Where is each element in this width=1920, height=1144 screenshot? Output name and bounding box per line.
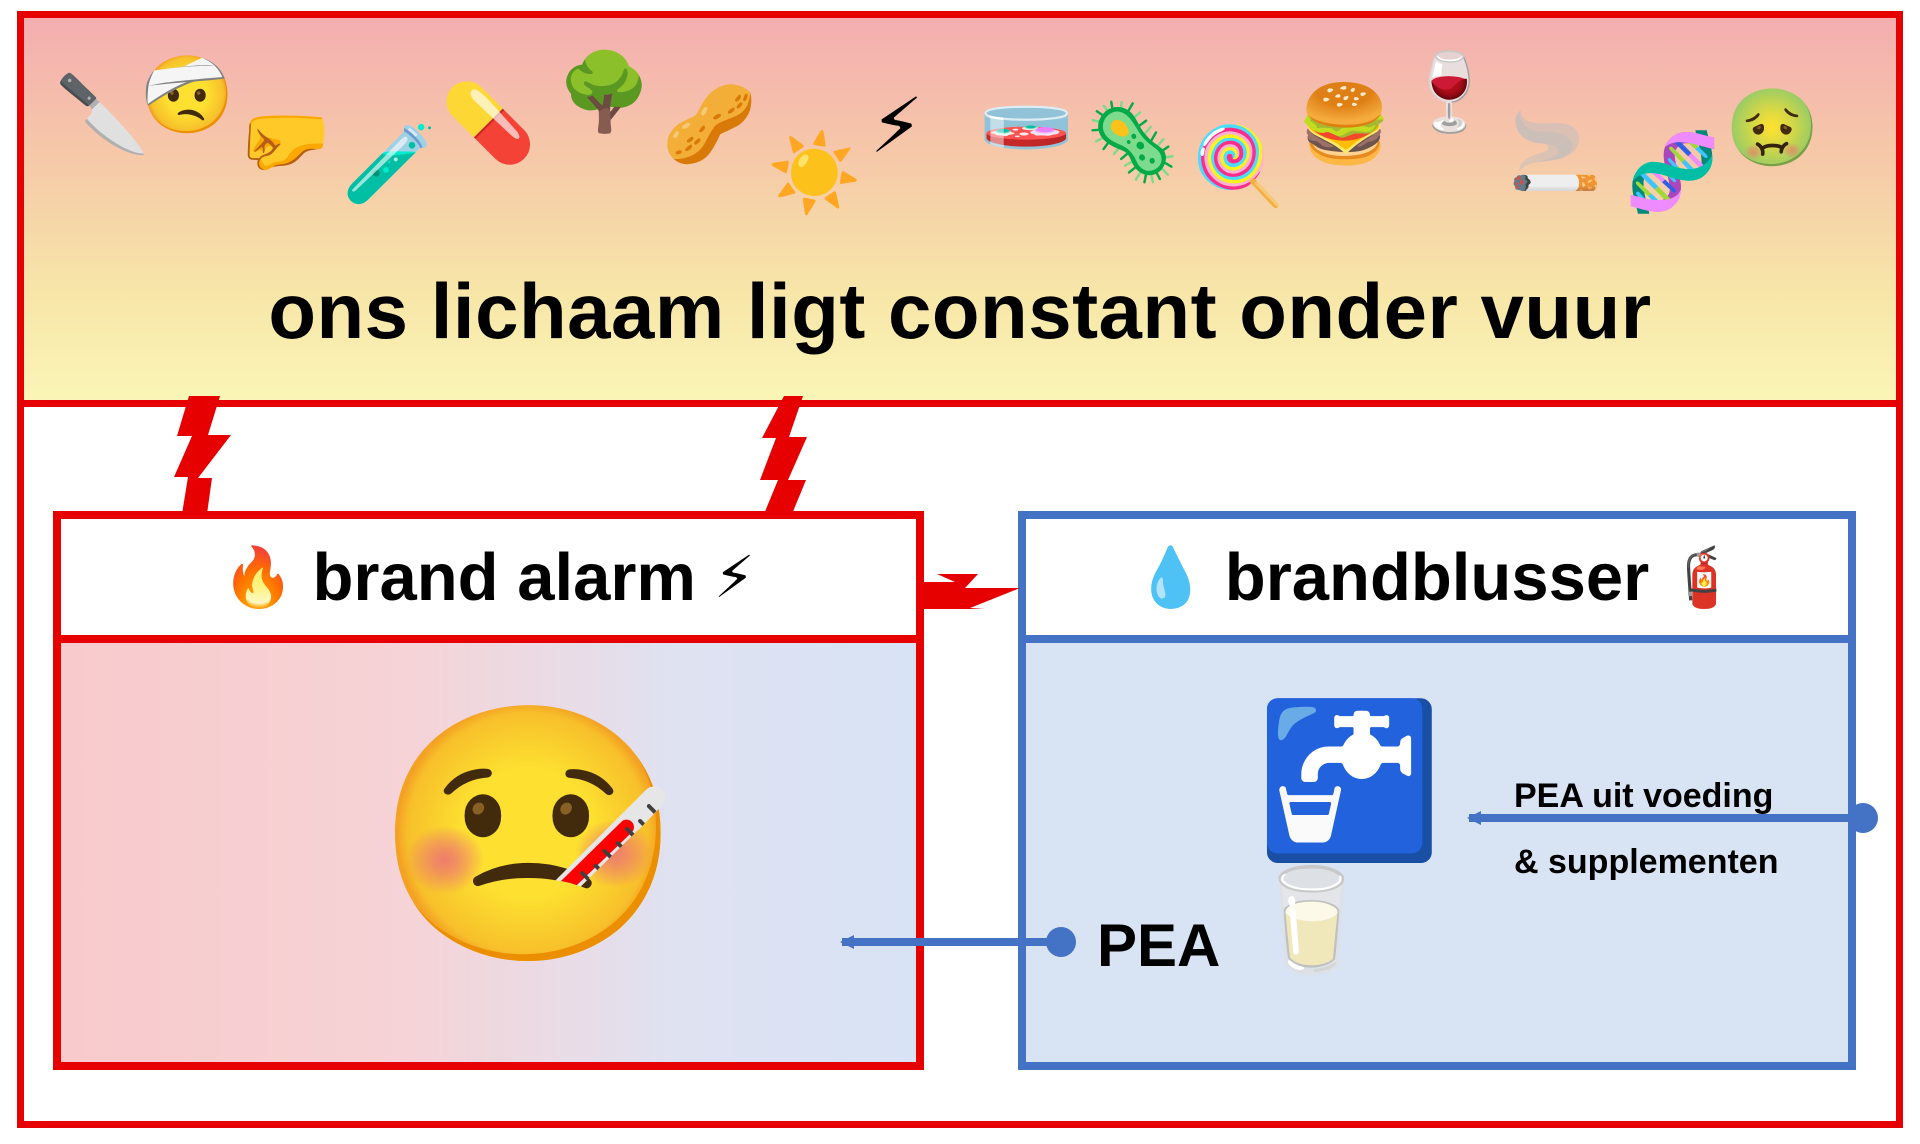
lightning-connector-middle: [760, 396, 807, 514]
lightning-icon: ⚡: [870, 81, 924, 170]
tree-icon: 🌳: [557, 47, 652, 136]
dna-icon: 🧬: [1625, 127, 1720, 216]
brand-alarm-header: 🔥 brand alarm ⚡: [61, 519, 916, 643]
chemical-flask-icon: 🧪: [342, 119, 437, 208]
fist-icon: 🤛: [237, 95, 332, 184]
main-title: ons lichaam ligt constant onder vuur: [268, 267, 1652, 355]
brand-alarm-title: brand alarm: [312, 539, 696, 615]
injured-face-icon: 🤕: [140, 50, 235, 139]
fever-face-icon: 🤒: [373, 689, 685, 980]
cigarette-icon: 🚬: [1508, 107, 1603, 196]
sun-icon: ☀️: [767, 128, 862, 217]
virus-icon: 🦠: [1085, 97, 1180, 186]
lollipop-icon: 🍭: [1191, 121, 1286, 210]
lightning-connector-between-boxes: [920, 574, 1020, 609]
pea-label: PEA: [1097, 912, 1221, 979]
brandblusser-header: 💧 brandblusser 🧯: [1026, 519, 1848, 643]
fire-icon: 🔥: [222, 543, 295, 611]
water-drop-icon: 💧: [1134, 543, 1207, 611]
wine-icon: 🍷: [1402, 47, 1497, 136]
emoji-strip: 🔪 🤕 🤛 🧪 💊 🌳 🥜 ☀️ ⚡ 🧫 🦠 🍭 🍔 🍷 🚬 🧬 🤢: [24, 18, 1896, 223]
supplement-arrow-source-dot: [1848, 803, 1878, 833]
knife-icon: 🔪: [55, 69, 150, 158]
pea-source-line1: PEA uit voeding: [1514, 777, 1774, 815]
peanut-icon: 🥜: [662, 79, 757, 168]
burger-icon: 🍔: [1297, 79, 1392, 168]
brandblusser-title: brandblusser: [1224, 539, 1650, 615]
petri-dish-icon: 🧫: [979, 63, 1074, 152]
lightning-connector-left: [174, 396, 231, 514]
nauseated-face-icon: 🤢: [1725, 83, 1820, 172]
brandblusser-box: 💧 brandblusser 🧯 🚰 🥛 PEA PEA uit voeding…: [1018, 511, 1856, 1070]
pea-source-line2: & supplementen: [1514, 843, 1779, 881]
lightning-icon: ⚡: [714, 543, 755, 611]
top-panel: 🔪 🤕 🤛 🧪 💊 🌳 🥜 ☀️ ⚡ 🧫 🦠 🍭 🍔 🍷 🚬 🧬 🤢 ons l…: [24, 18, 1896, 407]
brand-alarm-box: 🔥 brand alarm ⚡ 🤒: [53, 511, 924, 1070]
pea-arrow-source-dot: [1046, 927, 1076, 957]
fire-extinguisher-icon: 🧯: [1667, 543, 1740, 611]
pill-icon: 💊: [441, 78, 536, 167]
